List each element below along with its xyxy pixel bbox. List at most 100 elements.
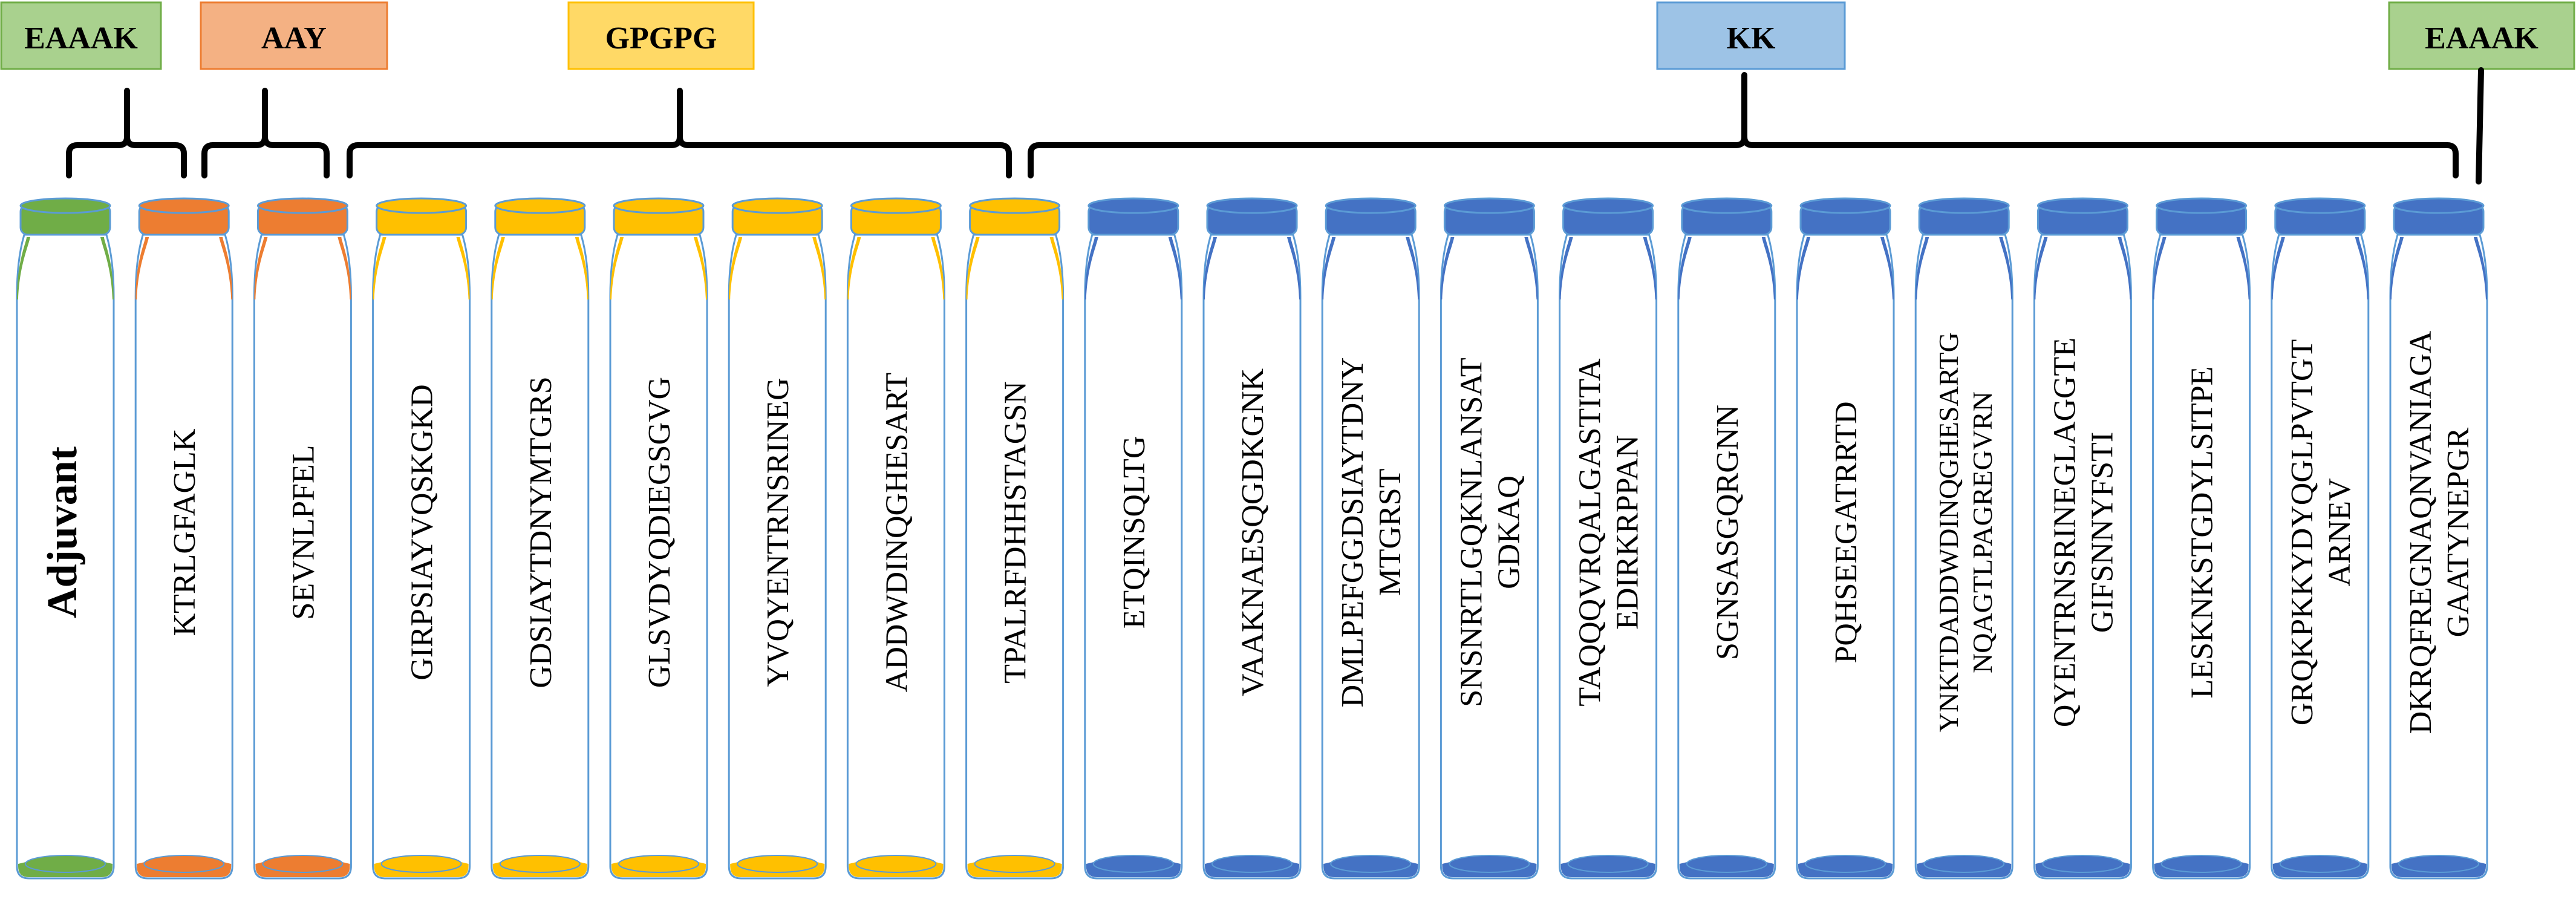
bottle-label-line: GAATYNEPGR xyxy=(2441,427,2476,637)
bottle-cap-top xyxy=(969,197,1061,214)
bottle-body xyxy=(2033,234,2132,880)
bottle-cap-top xyxy=(1681,197,1773,214)
bottle: YVQYENTRNSRINEG xyxy=(728,197,827,880)
bottle-label-line: GIRPSIAYVQSKGKD xyxy=(405,384,440,680)
bottle-shoulder-left xyxy=(491,237,505,299)
bottle-shoulder-right xyxy=(1168,237,1182,299)
bottle-label-line: TAQQQVRQALGASTITA xyxy=(1573,358,1608,707)
bottle-label: GLSVDYQDIEGSGVG xyxy=(642,377,677,688)
bottle-label-line: TPALRFDHHSTAGSN xyxy=(999,381,1033,684)
bottle-shoulder-left xyxy=(729,237,743,299)
bottle-body xyxy=(2271,234,2370,880)
bottle-liquid-surface xyxy=(974,855,1055,873)
bottle-cap-top xyxy=(1206,197,1298,214)
bottle: GIRPSIAYVQSKGKD xyxy=(372,197,471,880)
bottle: SEVNLPFEL xyxy=(253,197,352,880)
bottle-shoulder-right xyxy=(1406,237,1420,299)
bottle-label-line: YNKTDADDWDINQGHESARTG xyxy=(1933,332,1964,733)
bottle-liquid-surface xyxy=(143,855,225,873)
bottle-shoulder-right xyxy=(2118,237,2131,299)
bottle-shoulder-right xyxy=(219,237,233,299)
bracket-layer xyxy=(66,67,2484,185)
bottle-label: SGNSASGQRGNN xyxy=(1710,405,1745,660)
bottle-label: PQHSEEGATRRTD xyxy=(1829,401,1864,663)
bottle-shoulder-right xyxy=(931,237,945,299)
bottle-shoulder-right xyxy=(1287,237,1300,299)
bottle: DKRQFREGNAQNVANIAGAGAATYNEPGR xyxy=(2389,197,2488,880)
bottle-body xyxy=(372,234,471,880)
bottle-label-line: SGNSASGQRGNN xyxy=(1710,405,1745,660)
bottle-body xyxy=(16,234,115,880)
bottle: GRQKPKKYDYQGLPVTGTARNEV xyxy=(2271,197,2370,880)
bottle-shoulder-left xyxy=(1084,237,1098,299)
bottle-shoulder-left xyxy=(2271,237,2285,299)
bottle: Adjuvant xyxy=(16,197,115,880)
bottle-shoulder-left xyxy=(966,237,980,299)
bottle-body xyxy=(1796,234,1895,880)
bracket-path xyxy=(347,88,1012,178)
linker-box-bg xyxy=(1656,1,1846,70)
bottle-shoulder-right xyxy=(1643,237,1657,299)
bottle-shoulder-left xyxy=(847,237,861,299)
bottle-label-line: GDKAQ xyxy=(1492,475,1526,589)
bottle-body xyxy=(1440,234,1539,880)
bottle-shoulder-right xyxy=(1880,237,1894,299)
bracket xyxy=(1028,72,2459,178)
bottle-shoulder-left xyxy=(2153,237,2167,299)
bottle-liquid-surface xyxy=(737,855,818,873)
bottle-label: SNSNRTLGQKNLANSATGDKAQ xyxy=(1454,358,1526,707)
bottle-label-line: ADDWDINQGHESART xyxy=(879,373,914,692)
bracket xyxy=(201,88,330,178)
bracket xyxy=(2476,67,2484,185)
bottle-body xyxy=(1202,234,1302,880)
bottle-label: GRQKPKKYDYQGLPVTGTARNEV xyxy=(2285,339,2357,725)
bottle-shoulder-left xyxy=(1559,237,1573,299)
bottle-cap-top xyxy=(494,197,586,214)
bottle-liquid-surface xyxy=(1805,855,1886,873)
bottle-shoulder-right xyxy=(2355,237,2369,299)
bottle-shoulder-left xyxy=(1322,237,1336,299)
bottle-body xyxy=(134,234,233,880)
bottle-label-line: LESKNKSTGDYLSITPE xyxy=(2185,367,2220,699)
bottle-cap-top xyxy=(613,197,705,214)
bottle-cap-top xyxy=(1087,197,1179,214)
bottle-label: QYENTRNSRINEGLAGGTEGIFSNNYFSTI xyxy=(2047,338,2119,727)
bottle-shoulder-right xyxy=(575,237,589,299)
bottle-label-line: SNSNRTLGQKNLANSAT xyxy=(1454,358,1489,707)
bottle-cap-top xyxy=(731,197,823,214)
bottle-label-line: DKRQFREGNAQNVANIAGA xyxy=(2404,330,2438,734)
bottle-label: VAAKNAESQGDKGNK xyxy=(1236,368,1270,696)
bottle-label-line: GRQKPKKYDYQGLPVTGT xyxy=(2285,339,2320,725)
linker-box: EAAAK xyxy=(2388,1,2575,70)
bottle: ADDWDINQGHESART xyxy=(846,197,945,880)
bracket-path xyxy=(201,88,330,178)
bottle-liquid-surface xyxy=(1567,855,1649,873)
bottle-label-line: YVQYENTRNSRINEG xyxy=(761,377,795,687)
bottle-liquid-surface xyxy=(380,855,462,873)
linker-box: GPGPG xyxy=(567,1,755,70)
bottle-label: TAQQQVRQALGASTITAEDIRKRPPAN xyxy=(1573,358,1645,707)
bottle-shoulder-left xyxy=(610,237,624,299)
bottle-shoulder-right xyxy=(456,237,470,299)
bottle-liquid-surface xyxy=(1092,855,1174,873)
linker-label: GPGPG xyxy=(605,21,717,56)
bottle-liquid-surface xyxy=(25,855,106,873)
bottle-shoulder-left xyxy=(373,237,386,299)
bottle-shoulder-right xyxy=(1049,237,1063,299)
bottle: SGNSASGQRGNN xyxy=(1677,197,1776,880)
linker-label: KK xyxy=(1727,21,1776,56)
bottle-shoulder-left xyxy=(2390,237,2404,299)
bottle-label: GIRPSIAYVQSKGKD xyxy=(405,384,440,680)
bottle-label-line: SEVNLPFEL xyxy=(286,445,321,620)
bottle-label: ADDWDINQGHESART xyxy=(879,373,914,692)
bottle-shoulder-right xyxy=(1999,237,2013,299)
bottle-label-line: Adjuvant xyxy=(39,446,86,618)
bracket-stem xyxy=(2476,67,2484,185)
bottle-shoulder-right xyxy=(337,237,351,299)
bottle-body xyxy=(846,234,945,880)
bottle: PQHSEEGATRRTD xyxy=(1796,197,1895,880)
bottle-label: DMLPEFGGDSIAYTDNYMTGRST xyxy=(1335,358,1407,708)
